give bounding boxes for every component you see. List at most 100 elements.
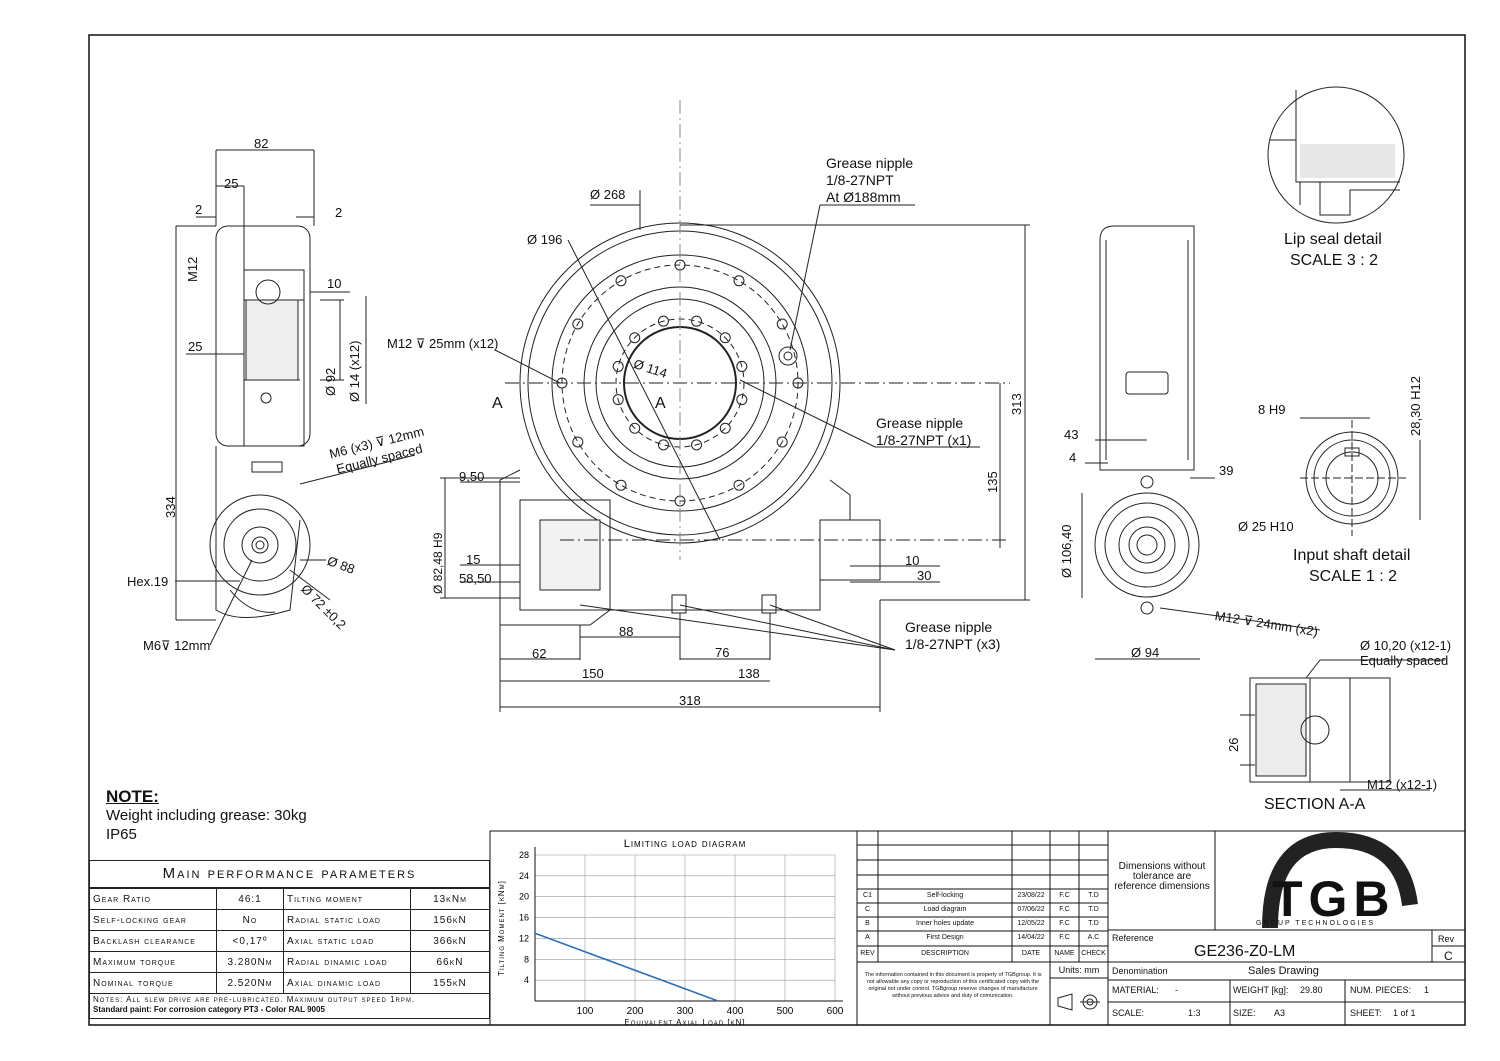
dim-138: 138 bbox=[738, 666, 760, 681]
input-shaft-scale: SCALE 1 : 2 bbox=[1309, 568, 1398, 585]
sheet-label: SHEET: bbox=[1350, 1008, 1382, 1018]
sheet-value: 1 of 1 bbox=[1393, 1008, 1416, 1018]
notes-text: Notes: All slew drive are pre-lubricated… bbox=[93, 995, 416, 1004]
bolt-hole-inner bbox=[736, 394, 748, 406]
dim-d94: Ø 94 bbox=[1131, 645, 1160, 660]
y-tick-label: 12 bbox=[519, 933, 529, 943]
paint-text: Standard paint: For corrosion category P… bbox=[93, 1005, 325, 1014]
dim-d268: Ø 268 bbox=[590, 187, 626, 202]
dim-d82-48: Ø 82,48 H9 bbox=[431, 532, 445, 594]
bolt-hole-inner bbox=[719, 332, 731, 344]
revision-name: F.C bbox=[1059, 934, 1070, 941]
revision-desc: Self-locking bbox=[926, 892, 964, 899]
y-tick-label: 28 bbox=[519, 850, 529, 860]
param-name: Axial static load bbox=[283, 930, 411, 952]
param-name: Nominal torque bbox=[89, 972, 217, 994]
hdr-desc: DESCRIPTION bbox=[921, 950, 969, 957]
rev-label: Rev bbox=[1438, 934, 1455, 944]
param-value: 46:1 bbox=[216, 888, 284, 910]
bolt-hole-outer bbox=[776, 318, 788, 330]
pieces-value: 1 bbox=[1424, 985, 1430, 995]
dim-334: 334 bbox=[163, 496, 178, 518]
units-label: Units: mm bbox=[1058, 965, 1100, 975]
y-tick-label: 8 bbox=[524, 954, 529, 964]
weight-label: WEIGHT [kg]: bbox=[1233, 985, 1289, 995]
bolt-hole-outer bbox=[776, 436, 788, 448]
hdr-check: CHECK bbox=[1081, 950, 1106, 957]
param-value: 13kNm bbox=[410, 888, 490, 910]
tolerance-note: Dimensions without tolerance are referen… bbox=[1114, 861, 1210, 892]
dim-d25-h10: Ø 25 H10 bbox=[1238, 519, 1294, 534]
hdr-name: NAME bbox=[1054, 950, 1075, 957]
reference-label: Reference bbox=[1112, 933, 1154, 943]
dim-8-h9: 8 H9 bbox=[1258, 402, 1286, 417]
dim-m12: M12 bbox=[185, 256, 200, 282]
bolt-hole-outer bbox=[733, 275, 745, 287]
dim-m12-25: M12 ⊽ 25mm (x12) bbox=[387, 336, 499, 351]
grease-top-line3: At Ø188mm bbox=[826, 189, 901, 205]
revision-name: F.C bbox=[1059, 920, 1070, 927]
dim-26: 26 bbox=[1226, 737, 1241, 752]
dim-10-right: 10 bbox=[905, 553, 920, 568]
bolt-hole-inner bbox=[629, 422, 641, 434]
revision-rev: A bbox=[865, 934, 870, 941]
revision-desc: Inner holes update bbox=[916, 920, 974, 927]
projection-symbol-icon bbox=[1057, 993, 1100, 1011]
grease-bot-line2: 1/8-27NPT (x3) bbox=[905, 636, 1001, 652]
pieces-label: NUM. PIECES: bbox=[1350, 985, 1412, 995]
dim-9-50: 9,50 bbox=[459, 469, 485, 484]
revision-check: T.D bbox=[1088, 906, 1099, 913]
param-value: 366kN bbox=[410, 930, 490, 952]
bolt-hole-outer bbox=[572, 318, 584, 330]
dim-d92: Ø 92 bbox=[323, 367, 338, 396]
dim-m12-x12: M12 (x12-1) bbox=[1367, 777, 1438, 792]
dim-318: 318 bbox=[679, 693, 701, 708]
revision-date: 12/05/22 bbox=[1017, 920, 1045, 927]
dim-58-50: 58,50 bbox=[459, 571, 492, 586]
param-value: <0,17º bbox=[216, 930, 284, 952]
section-marker-a-right: A bbox=[655, 395, 666, 412]
section-marker-a-left: A bbox=[492, 395, 503, 412]
revision-check: T.D bbox=[1088, 920, 1099, 927]
performance-title: Main performance parameters bbox=[89, 860, 490, 888]
revision-date: 07/06/22 bbox=[1017, 906, 1045, 913]
scale-value: 1:3 bbox=[1188, 1008, 1201, 1018]
dim-82: 82 bbox=[254, 136, 269, 151]
dim-43: 43 bbox=[1064, 427, 1079, 442]
chart-title: Limiting load diagram bbox=[624, 838, 747, 850]
revision-date: 23/08/22 bbox=[1017, 892, 1045, 899]
x-axis-label: Equivalent Axial Load [kN] bbox=[624, 1018, 745, 1025]
revision-desc: First Design bbox=[926, 934, 964, 941]
x-tick-label: 500 bbox=[777, 1006, 794, 1017]
bolt-hole-inner bbox=[612, 394, 624, 406]
dim-d14x12: Ø 14 (x12) bbox=[347, 340, 362, 402]
dim-15: 15 bbox=[466, 552, 481, 567]
bolt-hole-outer bbox=[733, 479, 745, 491]
param-name: Radial dinamic load bbox=[283, 951, 411, 973]
param-value: 156kN bbox=[410, 909, 490, 931]
dim-39: 39 bbox=[1219, 463, 1234, 478]
bolt-hole-outer bbox=[615, 275, 627, 287]
performance-notes: Notes: All slew drive are pre-lubricated… bbox=[89, 994, 490, 1019]
lip-seal-title: Lip seal detail bbox=[1284, 231, 1382, 248]
bolt-hole-inner bbox=[612, 360, 624, 372]
weight-value: 29.80 bbox=[1300, 985, 1323, 995]
size-label: SIZE: bbox=[1233, 1008, 1256, 1018]
grease-mid-line1: Grease nipple bbox=[876, 415, 964, 431]
param-name: Axial dinamic load bbox=[283, 972, 411, 994]
lip-seal-scale: SCALE 3 : 2 bbox=[1290, 252, 1379, 269]
param-value: No bbox=[216, 909, 284, 931]
side-view-right bbox=[1081, 225, 1321, 660]
hdr-date: DATE bbox=[1021, 950, 1041, 957]
dim-313: 313 bbox=[1009, 393, 1024, 415]
size-value: A3 bbox=[1274, 1008, 1286, 1018]
hex-19-label: Hex.19 bbox=[127, 574, 169, 589]
dim-62: 62 bbox=[532, 646, 547, 661]
revision-rev: C bbox=[864, 906, 871, 913]
param-name: Backlash clearance bbox=[89, 930, 217, 952]
param-value: 155kN bbox=[410, 972, 490, 994]
